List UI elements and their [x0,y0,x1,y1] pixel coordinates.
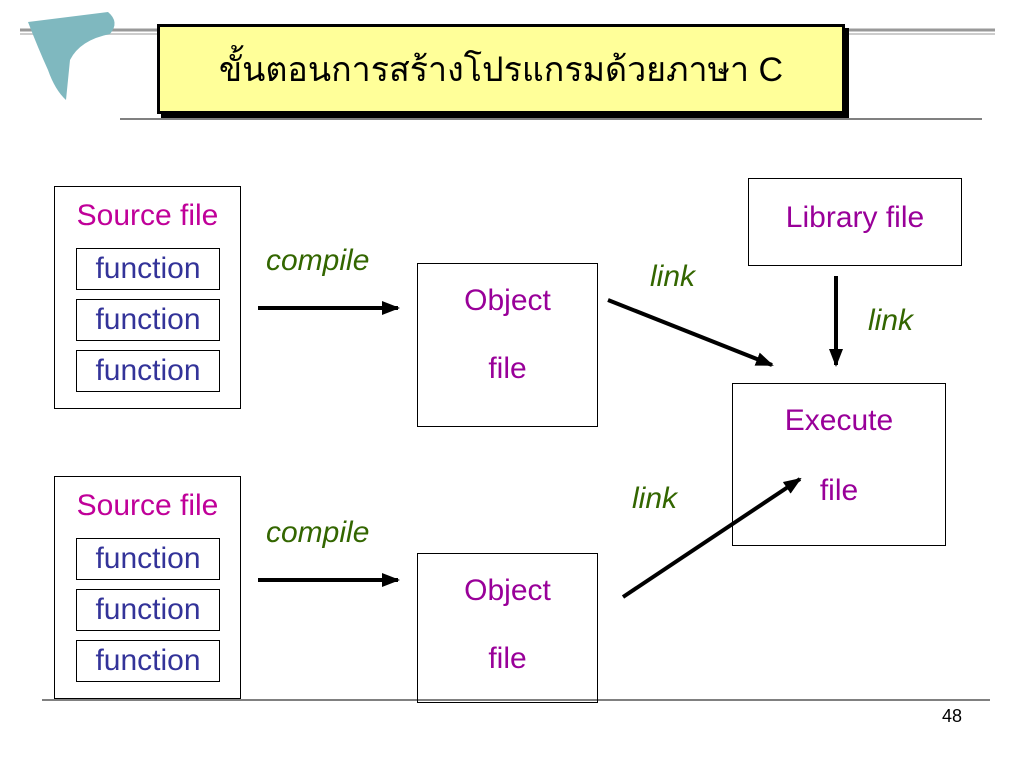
library-file-label: Library file [785,201,925,234]
function-box: function [76,640,220,682]
compile-label-bottom: compile [266,516,370,549]
function-box: function [76,350,220,392]
function-box: function [76,589,220,631]
function-box: function [76,299,220,341]
execute-file-box: Execute file [732,383,946,546]
execute-file-label-line2: file [819,474,859,507]
execute-file-label-line1: Execute [784,404,894,437]
compile-label-top: compile [266,244,370,277]
link-label-library: link [868,304,914,337]
library-file-box: Library file [748,178,962,266]
object-file-label-line2: file [488,352,527,385]
object-file-label-line2: file [488,642,527,675]
logo-icon [28,12,115,100]
link-label-bottom: link [632,482,678,515]
link-arrow-top [607,298,774,367]
source-file-box-top: Source file function function function [54,186,241,409]
source-file-box-bottom: Source file function function function [54,476,241,699]
link-label-top: link [650,260,696,293]
object-file-box-top: Object file [417,263,598,427]
link-arrow-bottom [621,477,802,599]
slide-title: ขั้นตอนการสร้างโปรแกรมด้วยภาษา C [157,24,845,114]
page-number: 48 [941,706,962,726]
object-file-label-line1: Object [464,284,551,317]
source-file-title: Source file [76,489,219,522]
object-file-box-bottom: Object file [417,553,598,703]
function-box: function [76,248,220,290]
object-file-label-line1: Object [464,574,551,607]
function-box: function [76,538,220,580]
source-file-title: Source file [76,199,219,232]
